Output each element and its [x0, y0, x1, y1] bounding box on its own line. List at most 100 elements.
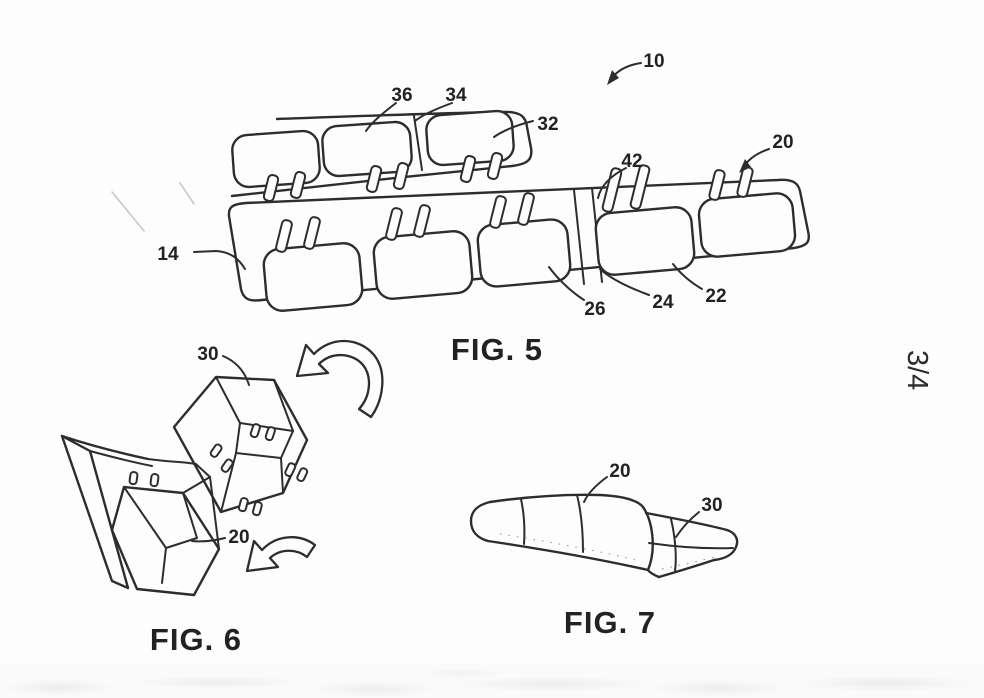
- fig6-flap-edge: [60, 434, 150, 461]
- fig6-tab: [296, 467, 309, 483]
- fig6-upper-box-fold: [280, 430, 294, 459]
- fig6-bag-fold: [209, 476, 220, 550]
- fig5-ref-34: 34: [445, 85, 467, 106]
- fig7-ref-20: 20: [609, 461, 630, 482]
- fig6-upper-box-fold: [280, 457, 284, 494]
- fig6-upper-box-fold: [273, 379, 294, 432]
- fig5-leader-42: [597, 167, 627, 199]
- fig5-tab: [489, 195, 507, 229]
- fig5-ref-22: 22: [705, 286, 726, 307]
- fig6-upper-box-fold: [235, 452, 282, 459]
- fig5-ref-10: 10: [643, 51, 664, 72]
- fig5-tab: [289, 171, 307, 199]
- fig7-leader-20: [583, 476, 608, 503]
- fig7-bar-bottom-edge: [486, 539, 650, 572]
- fig6-flap-edge: [89, 450, 153, 467]
- fig5-tab: [275, 219, 293, 253]
- fig5-cushion: [594, 206, 696, 276]
- fig5-tab: [736, 166, 754, 198]
- fig7-ref-30: 30: [701, 495, 722, 516]
- fig5-tab: [459, 155, 477, 183]
- fig5-cushion: [372, 230, 474, 300]
- fig7-slab-join: [646, 568, 661, 579]
- fig7-bar-seam: [520, 498, 526, 545]
- fig5-tab: [303, 216, 321, 250]
- fig5-leader-14: [193, 249, 246, 270]
- fig5-tab: [413, 204, 431, 238]
- fig7-bar-right-end: [641, 505, 654, 572]
- fig5-tab: [486, 152, 504, 180]
- fig6-flap-edge: [147, 458, 211, 478]
- fig6-tab: [249, 423, 261, 439]
- fig5-leader-26: [548, 266, 585, 301]
- fig7-leader-30: [675, 511, 700, 538]
- fig6-ref-20: 20: [228, 527, 249, 548]
- fig5-tab: [708, 169, 726, 201]
- fig6-upper-box-fold: [215, 376, 241, 424]
- fig6-upper-box-fold: [239, 422, 294, 432]
- fig6-tab: [220, 458, 234, 473]
- fig5-leader-22: [672, 263, 703, 290]
- fig7-bar-seam: [576, 494, 584, 553]
- fig6-bag-fold: [123, 486, 167, 549]
- fig5-bottom-strip-outline: [227, 178, 810, 302]
- fig5-ref-42: 42: [621, 151, 642, 172]
- fig7-bar-top-edge: [488, 493, 645, 509]
- fig6-rotation-arrow-lower: [245, 536, 317, 573]
- fig5-leader-36: [365, 102, 397, 132]
- fig5-leader-24: [599, 268, 650, 296]
- fig5-tab: [365, 165, 383, 193]
- fig5-tab: [392, 162, 410, 190]
- fig5-ref-14: 14: [157, 244, 179, 265]
- scan-scratch: [179, 182, 195, 205]
- fig6-tab: [209, 443, 223, 458]
- fig7-slab-right-cap: [712, 528, 739, 562]
- fig5-tab: [629, 164, 651, 210]
- fig6-leader-30: [222, 355, 250, 386]
- fig5-tab: [385, 207, 403, 241]
- fig5-arrowhead-20: [739, 159, 751, 173]
- fig6-bag-fold: [165, 537, 198, 549]
- fig7-slab-seam: [648, 542, 734, 550]
- fig5-leader-34: [414, 102, 453, 122]
- fig6-drawing: 30 20 FIG. 6: [60, 339, 384, 657]
- fig6-tab: [264, 426, 276, 442]
- sheet-page-number: 3/4: [901, 350, 933, 390]
- fig5-tab: [517, 192, 535, 226]
- fig6-bag-fold: [182, 492, 198, 539]
- fig5-tab: [601, 167, 623, 213]
- fig6-leader-20: [191, 537, 226, 543]
- fig7-bar-left-cap: [469, 500, 492, 543]
- fig7-slab-bottom-edge: [657, 558, 716, 579]
- scan-scratch: [111, 191, 145, 232]
- fig6-ref-30: 30: [197, 344, 218, 365]
- fig7-drawing: 20 30 FIG. 7: [469, 461, 739, 640]
- fig6-caption: FIG. 6: [150, 622, 242, 657]
- fig6-tab: [251, 501, 263, 517]
- fig5-drawing: 10 36 34 32 42 20 14 26 24 22 FIG. 5: [111, 51, 810, 367]
- fig6-tab: [237, 497, 249, 513]
- fig6-rotation-arrow-upper: [295, 339, 384, 419]
- fig5-ref-36: 36: [391, 85, 412, 106]
- fig5-tab: [262, 174, 280, 202]
- scan-noise-band: [0, 663, 984, 698]
- fig7-slab-top-edge: [644, 511, 729, 532]
- fig5-cushion: [321, 120, 413, 178]
- fig6-bag-fold: [161, 547, 167, 584]
- fig5-ref-20: 20: [772, 132, 793, 153]
- fig6-upper-box-fold: [235, 422, 241, 454]
- fig6-tab: [149, 473, 160, 488]
- fig7-caption: FIG. 7: [564, 605, 656, 640]
- fig5-leader-32: [493, 120, 534, 138]
- fig6-flap-outline: [60, 434, 130, 590]
- fig5-caption: FIG. 5: [451, 332, 543, 367]
- fig5-cushion: [697, 192, 797, 258]
- fig7-stitch-texture: [499, 533, 641, 562]
- fig5-cushion: [262, 242, 364, 312]
- fig5-ref-26: 26: [584, 299, 605, 320]
- fig5-ref-24: 24: [652, 292, 674, 313]
- fig6-tab: [128, 471, 139, 486]
- fig5-bottom-strip-divider: [573, 189, 585, 285]
- fig6-bag-fold: [182, 476, 211, 494]
